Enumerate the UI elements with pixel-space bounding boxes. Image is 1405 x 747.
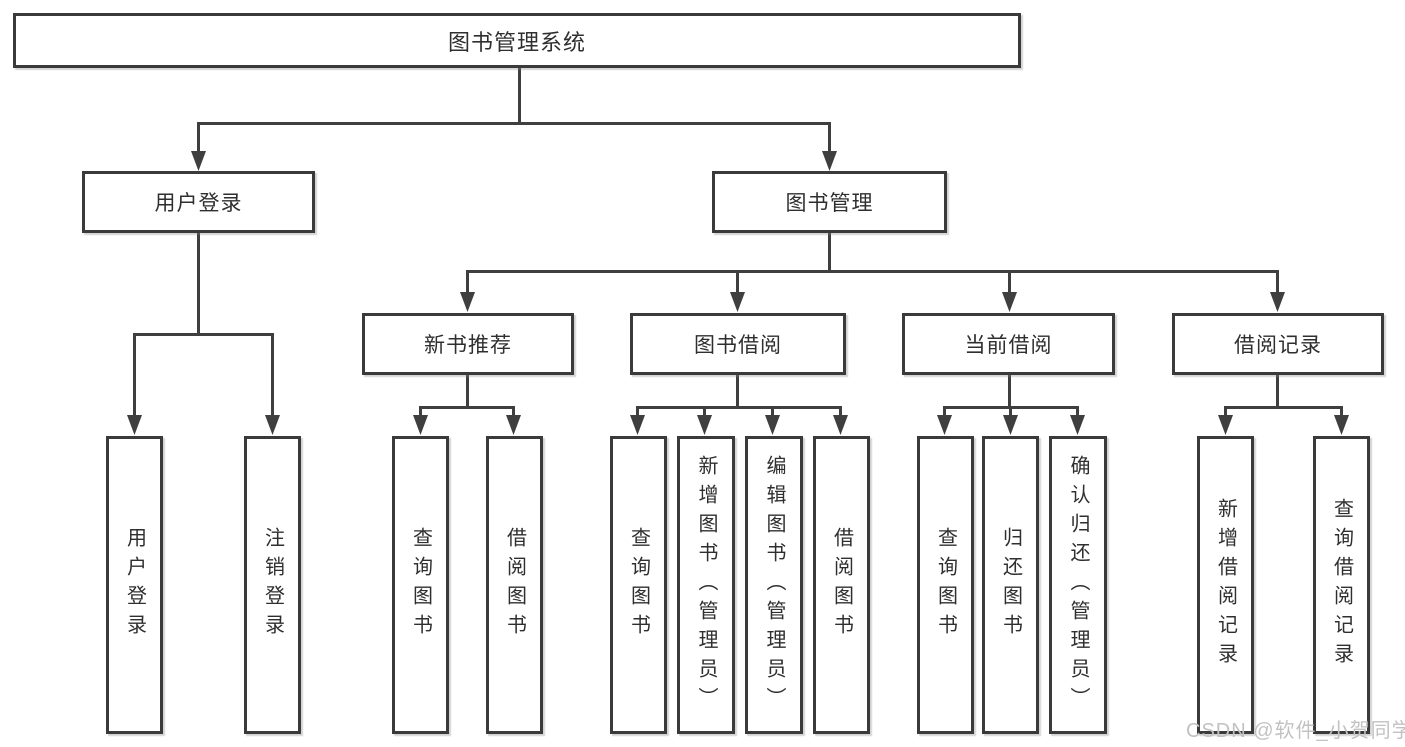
leaf-label: 新增图书（管理员） <box>695 454 717 716</box>
leaf-logout: 注销登录 <box>244 436 301 734</box>
arrow-down-icon <box>1003 415 1018 435</box>
leaf-borrow-books: 借阅图书 <box>813 436 870 734</box>
leaf-return-books: 归还图书 <box>982 436 1039 734</box>
leaf-label: 查询图书 <box>934 527 957 643</box>
arrow-down-icon <box>1334 415 1349 435</box>
node-current-borrow: 当前借阅 <box>902 313 1115 375</box>
node-label: 借阅记录 <box>1234 334 1322 357</box>
arrow-down-icon <box>506 415 521 435</box>
leaf-user-login: 用户登录 <box>106 436 163 734</box>
arrowheads <box>127 151 1349 435</box>
node-library-management-system: 图书管理系统 <box>13 13 1021 68</box>
node-book-management: 图书管理 <box>712 171 947 233</box>
node-borrow-records: 借阅记录 <box>1172 313 1384 375</box>
arrow-down-icon <box>630 415 645 435</box>
leaf-label: 新增借阅记录 <box>1214 498 1237 672</box>
arrow-down-icon <box>1218 415 1233 435</box>
leaf-label: 查询借阅记录 <box>1330 498 1353 672</box>
leaf-label: 借阅图书 <box>503 527 526 643</box>
node-user-login: 用户登录 <box>82 171 315 233</box>
leaf-borrow-books-recommend: 借阅图书 <box>486 436 543 734</box>
arrow-down-icon <box>413 415 428 435</box>
node-label: 图书借阅 <box>694 334 782 357</box>
arrow-down-icon <box>460 292 475 312</box>
node-label: 新书推荐 <box>424 334 512 357</box>
leaf-label: 确认归还（管理员） <box>1067 454 1089 716</box>
leaf-label: 编辑图书（管理员） <box>763 454 785 716</box>
leaf-add-borrow-record: 新增借阅记录 <box>1197 436 1254 734</box>
arrow-down-icon <box>265 415 280 435</box>
leaf-add-books-admin: 新增图书（管理员） <box>677 436 735 734</box>
arrow-down-icon <box>822 151 837 171</box>
leaf-query-borrow-record: 查询借阅记录 <box>1313 436 1370 734</box>
leaf-query-books-borrow: 查询图书 <box>610 436 667 734</box>
leaf-edit-books-admin: 编辑图书（管理员） <box>745 436 803 734</box>
arrow-down-icon <box>730 292 745 312</box>
arrow-down-icon <box>1070 415 1085 435</box>
leaf-label: 归还图书 <box>999 527 1022 643</box>
node-label: 用户登录 <box>154 192 243 215</box>
leaf-confirm-return-admin: 确认归还（管理员） <box>1049 436 1107 734</box>
leaf-label: 查询图书 <box>627 527 650 643</box>
arrow-down-icon <box>937 415 952 435</box>
leaf-label: 查询图书 <box>409 527 432 643</box>
leaf-label: 用户登录 <box>123 527 146 643</box>
arrow-down-icon <box>765 415 780 435</box>
arrow-down-icon <box>1002 292 1017 312</box>
connector-segments <box>133 68 1343 417</box>
node-label: 图书管理 <box>785 192 874 215</box>
csdn-watermark: CSDN @软件_小贺同学 <box>1186 720 1405 742</box>
node-book-borrow: 图书借阅 <box>630 313 846 375</box>
arrow-down-icon <box>191 151 206 171</box>
arrow-down-icon <box>1270 292 1285 312</box>
leaf-query-books-current: 查询图书 <box>917 436 974 734</box>
leaf-query-books-recommend: 查询图书 <box>392 436 449 734</box>
leaf-label: 注销登录 <box>261 527 284 643</box>
node-label: 图书管理系统 <box>447 29 586 55</box>
leaf-label: 借阅图书 <box>830 527 853 643</box>
arrow-down-icon <box>697 415 712 435</box>
arrow-down-icon <box>127 415 142 435</box>
node-new-book-recommend: 新书推荐 <box>362 313 574 375</box>
node-label: 当前借阅 <box>964 334 1053 357</box>
arrow-down-icon <box>833 415 848 435</box>
